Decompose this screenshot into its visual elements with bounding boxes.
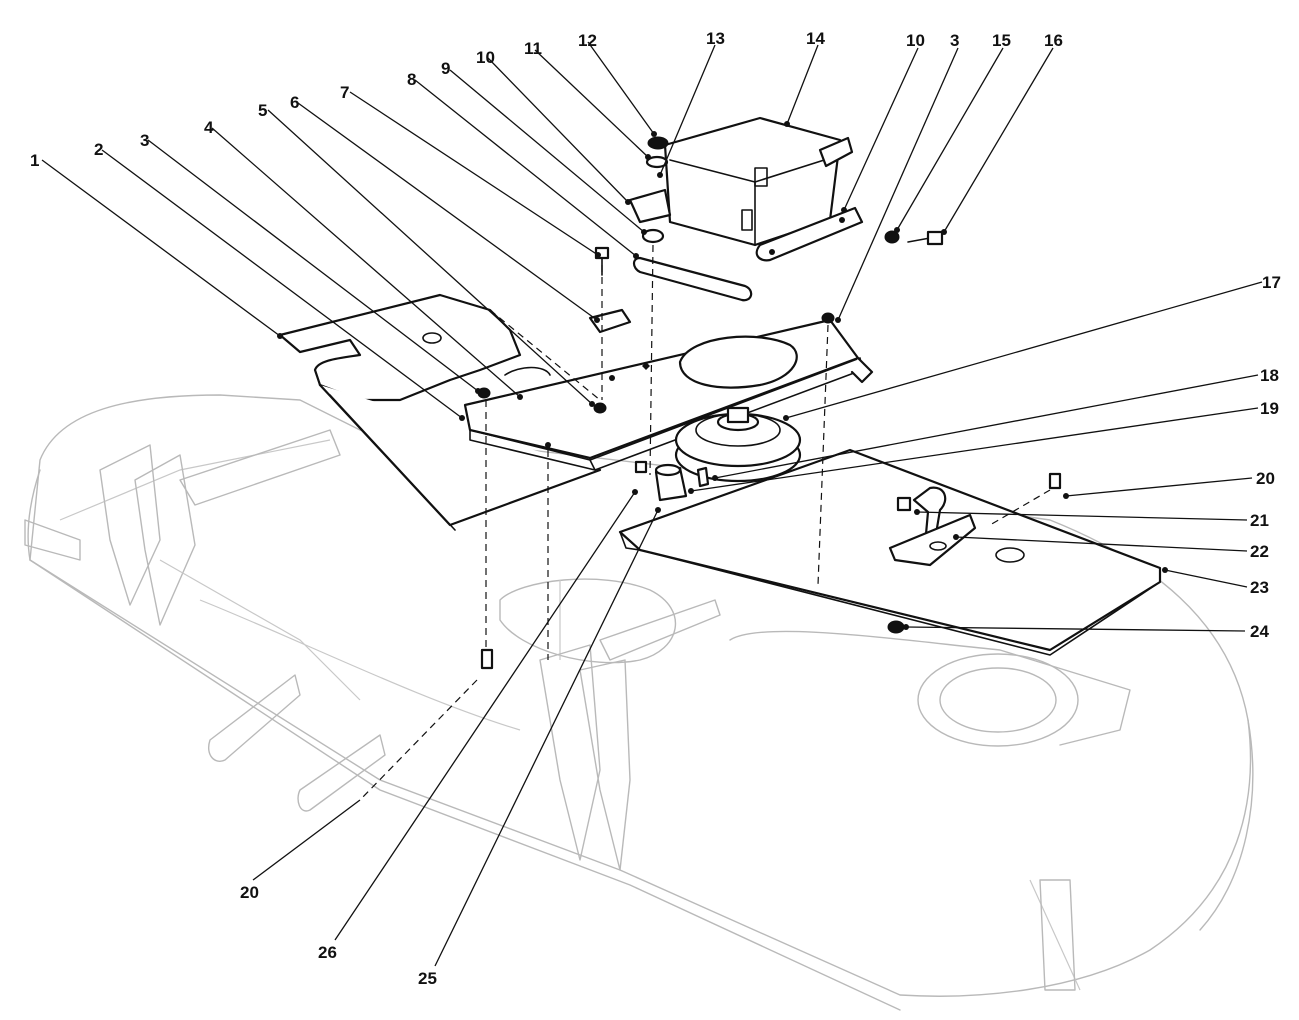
motor-mount-plate — [463, 318, 874, 471]
callout-4: 4 — [204, 118, 214, 137]
deck-cover-plate — [278, 293, 602, 531]
callout-18: 18 — [1260, 366, 1279, 385]
electric-clutch — [628, 116, 864, 262]
pulley — [674, 406, 802, 488]
callout-6: 6 — [290, 93, 299, 112]
callout-26: 26 — [318, 943, 337, 962]
assembly-lines — [359, 244, 1051, 801]
callout-5: 5 — [258, 101, 267, 120]
callout-20-bottom: 20 — [240, 883, 259, 902]
callout-25: 25 — [418, 969, 437, 988]
callout-14: 14 — [806, 29, 825, 48]
callout-9: 9 — [441, 59, 450, 78]
leader-lines — [41, 41, 1263, 967]
callout-7: 7 — [340, 83, 349, 102]
callout-19: 19 — [1260, 399, 1279, 418]
callout-8: 8 — [407, 70, 416, 89]
callout-12: 12 — [578, 31, 597, 50]
callout-23: 23 — [1250, 578, 1269, 597]
hardware-group — [477, 136, 1062, 670]
callout-15: 15 — [992, 31, 1011, 50]
spacer-bushing — [654, 463, 688, 502]
callout-16: 16 — [1044, 31, 1063, 50]
mower-deck-housing — [24, 394, 1254, 1011]
callout-3-right: 3 — [950, 31, 959, 50]
callout-20: 20 — [1256, 469, 1275, 488]
callout-10-right: 10 — [906, 31, 925, 50]
callout-2: 2 — [94, 140, 103, 159]
callout-13: 13 — [706, 29, 725, 48]
callout-1: 1 — [30, 151, 39, 170]
callout-22: 22 — [1250, 542, 1269, 561]
callout-10: 10 — [476, 48, 495, 67]
callout-labels: 1 2 3 4 5 6 7 8 9 10 11 12 13 14 10 3 15… — [30, 29, 1281, 988]
callout-24: 24 — [1250, 622, 1269, 641]
callout-17: 17 — [1262, 273, 1281, 292]
callout-21: 21 — [1250, 511, 1269, 530]
callout-3: 3 — [140, 131, 149, 150]
callout-11: 11 — [524, 39, 542, 58]
